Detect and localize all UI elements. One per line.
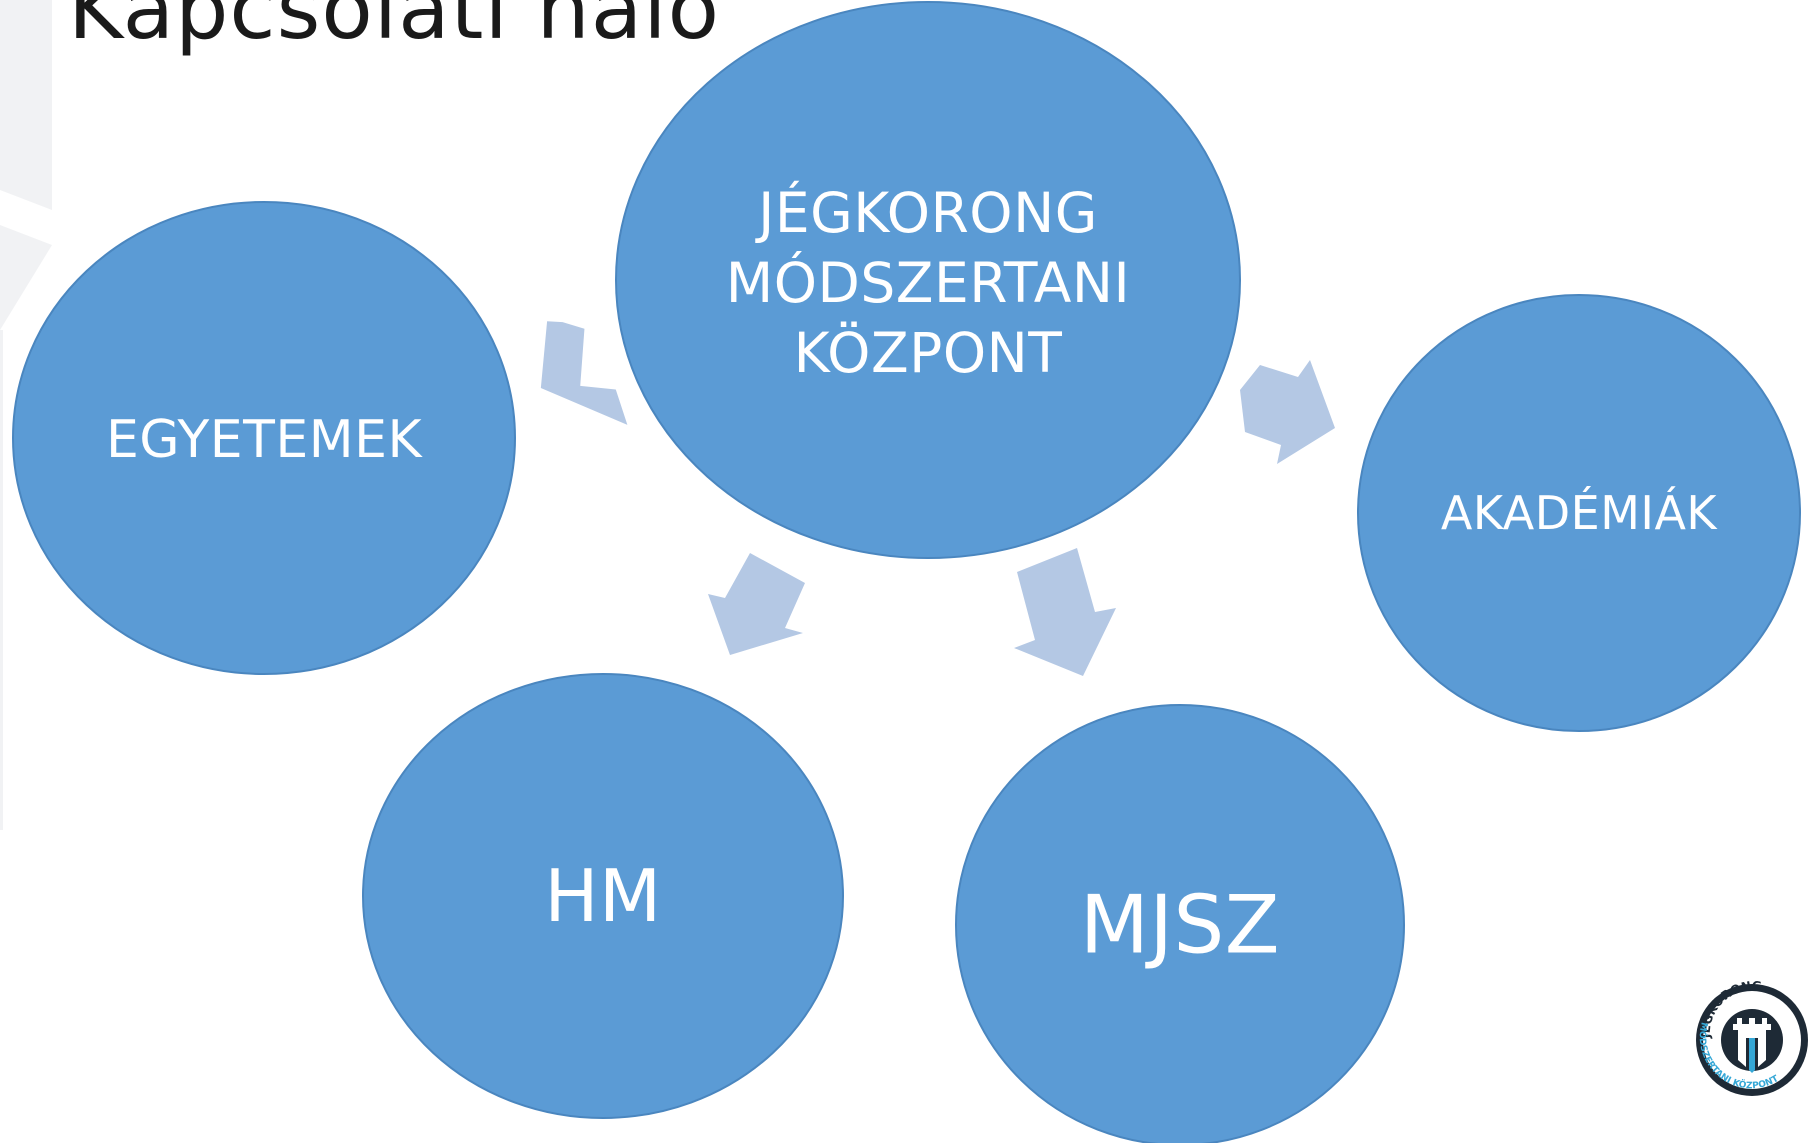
- helmet-shield-icon: [1733, 1018, 1771, 1073]
- background-decoration: [0, 0, 52, 830]
- node-egyetemek: [12, 201, 516, 675]
- node-mjsz: [955, 704, 1405, 1143]
- node-center-label: JÉGKORONG MÓDSZERTANI KÖZPONT: [725, 181, 1131, 385]
- arrow-to-hm: [708, 553, 805, 655]
- node-akademiak-label: AKADÉMIÁK: [1440, 486, 1718, 540]
- arrow-to-akademiak: [1240, 360, 1335, 464]
- node-mjsz-label: MJSZ: [1079, 878, 1281, 972]
- node-hm-label: HM: [544, 854, 662, 938]
- node-center: [615, 1, 1241, 559]
- slide-title: Kapcsolati háló: [68, 0, 720, 58]
- node-akademiak: [1357, 294, 1801, 732]
- arrow-to-mjsz: [1014, 548, 1116, 676]
- node-hm: [362, 673, 844, 1119]
- jegkorong-logo: JÉGKORONG MÓDSZERTANI KÖZPONT: [1696, 979, 1808, 1096]
- arrow-to-egyetemek: [540, 321, 628, 425]
- node-egyetemek-label: EGYETEMEK: [105, 410, 423, 470]
